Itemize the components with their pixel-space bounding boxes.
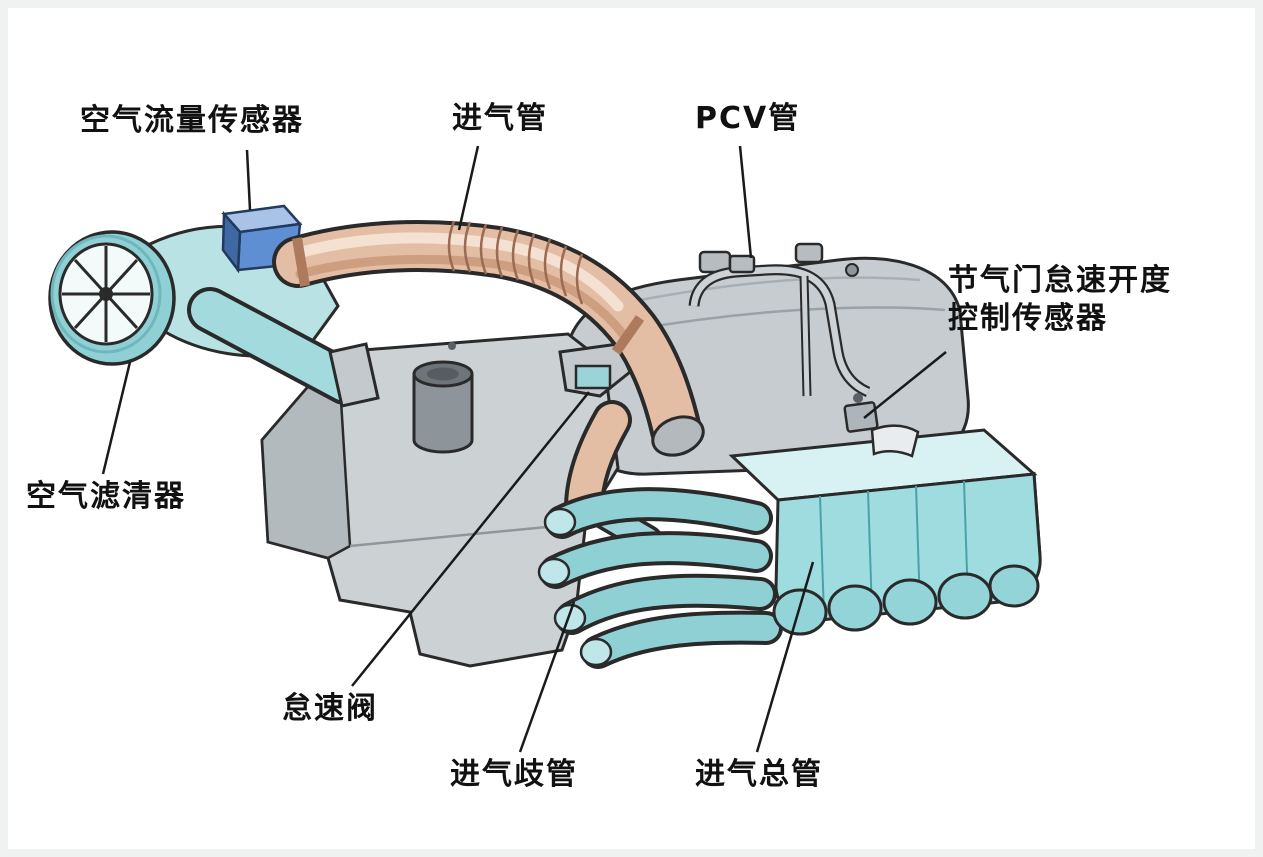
- label-intake-manifold: 进气歧管: [450, 757, 578, 792]
- leader-intake-plenum: [755, 561, 815, 753]
- filter-spokes: [62, 246, 150, 342]
- leader-pcv-pipe: [738, 145, 753, 259]
- intake-plenum-box: [728, 428, 1042, 636]
- label-pcv-pipe: PCV管: [695, 101, 801, 136]
- leader-throttle-idle-sensor: [863, 351, 947, 419]
- label-intake-plenum: 进气总管: [695, 757, 823, 792]
- label-air-filter: 空气滤清器: [26, 479, 186, 514]
- engine-block: [260, 332, 620, 668]
- label-intake-pipe: 进气管: [452, 101, 548, 136]
- oil-filter-cylinder: [412, 360, 474, 454]
- intake-manifold-runners: [537, 487, 783, 669]
- label-idle-valve: 怠速阀: [282, 691, 378, 726]
- leader-air-flow-sensor: [245, 149, 252, 211]
- leader-intake-pipe: [457, 145, 480, 231]
- throttle-idle-sensor-part: [843, 393, 920, 458]
- pcv-pipe-part: [688, 254, 871, 398]
- air-filter-assembly: [48, 224, 380, 408]
- leader-idle-valve: [351, 391, 590, 687]
- throttle-body: [651, 415, 705, 457]
- label-throttle-idle-sensor: 节气门怠速开度 控制传感器: [948, 263, 1172, 336]
- label-air-flow-sensor: 空气流量传感器: [80, 103, 304, 138]
- idle-valve-bracket: [558, 342, 632, 398]
- leader-intake-manifold: [518, 601, 576, 753]
- intake-hose: [272, 220, 702, 456]
- leader-lines: [101, 145, 947, 753]
- leader-air-filter: [101, 361, 132, 475]
- hose-corrugation: [447, 220, 584, 305]
